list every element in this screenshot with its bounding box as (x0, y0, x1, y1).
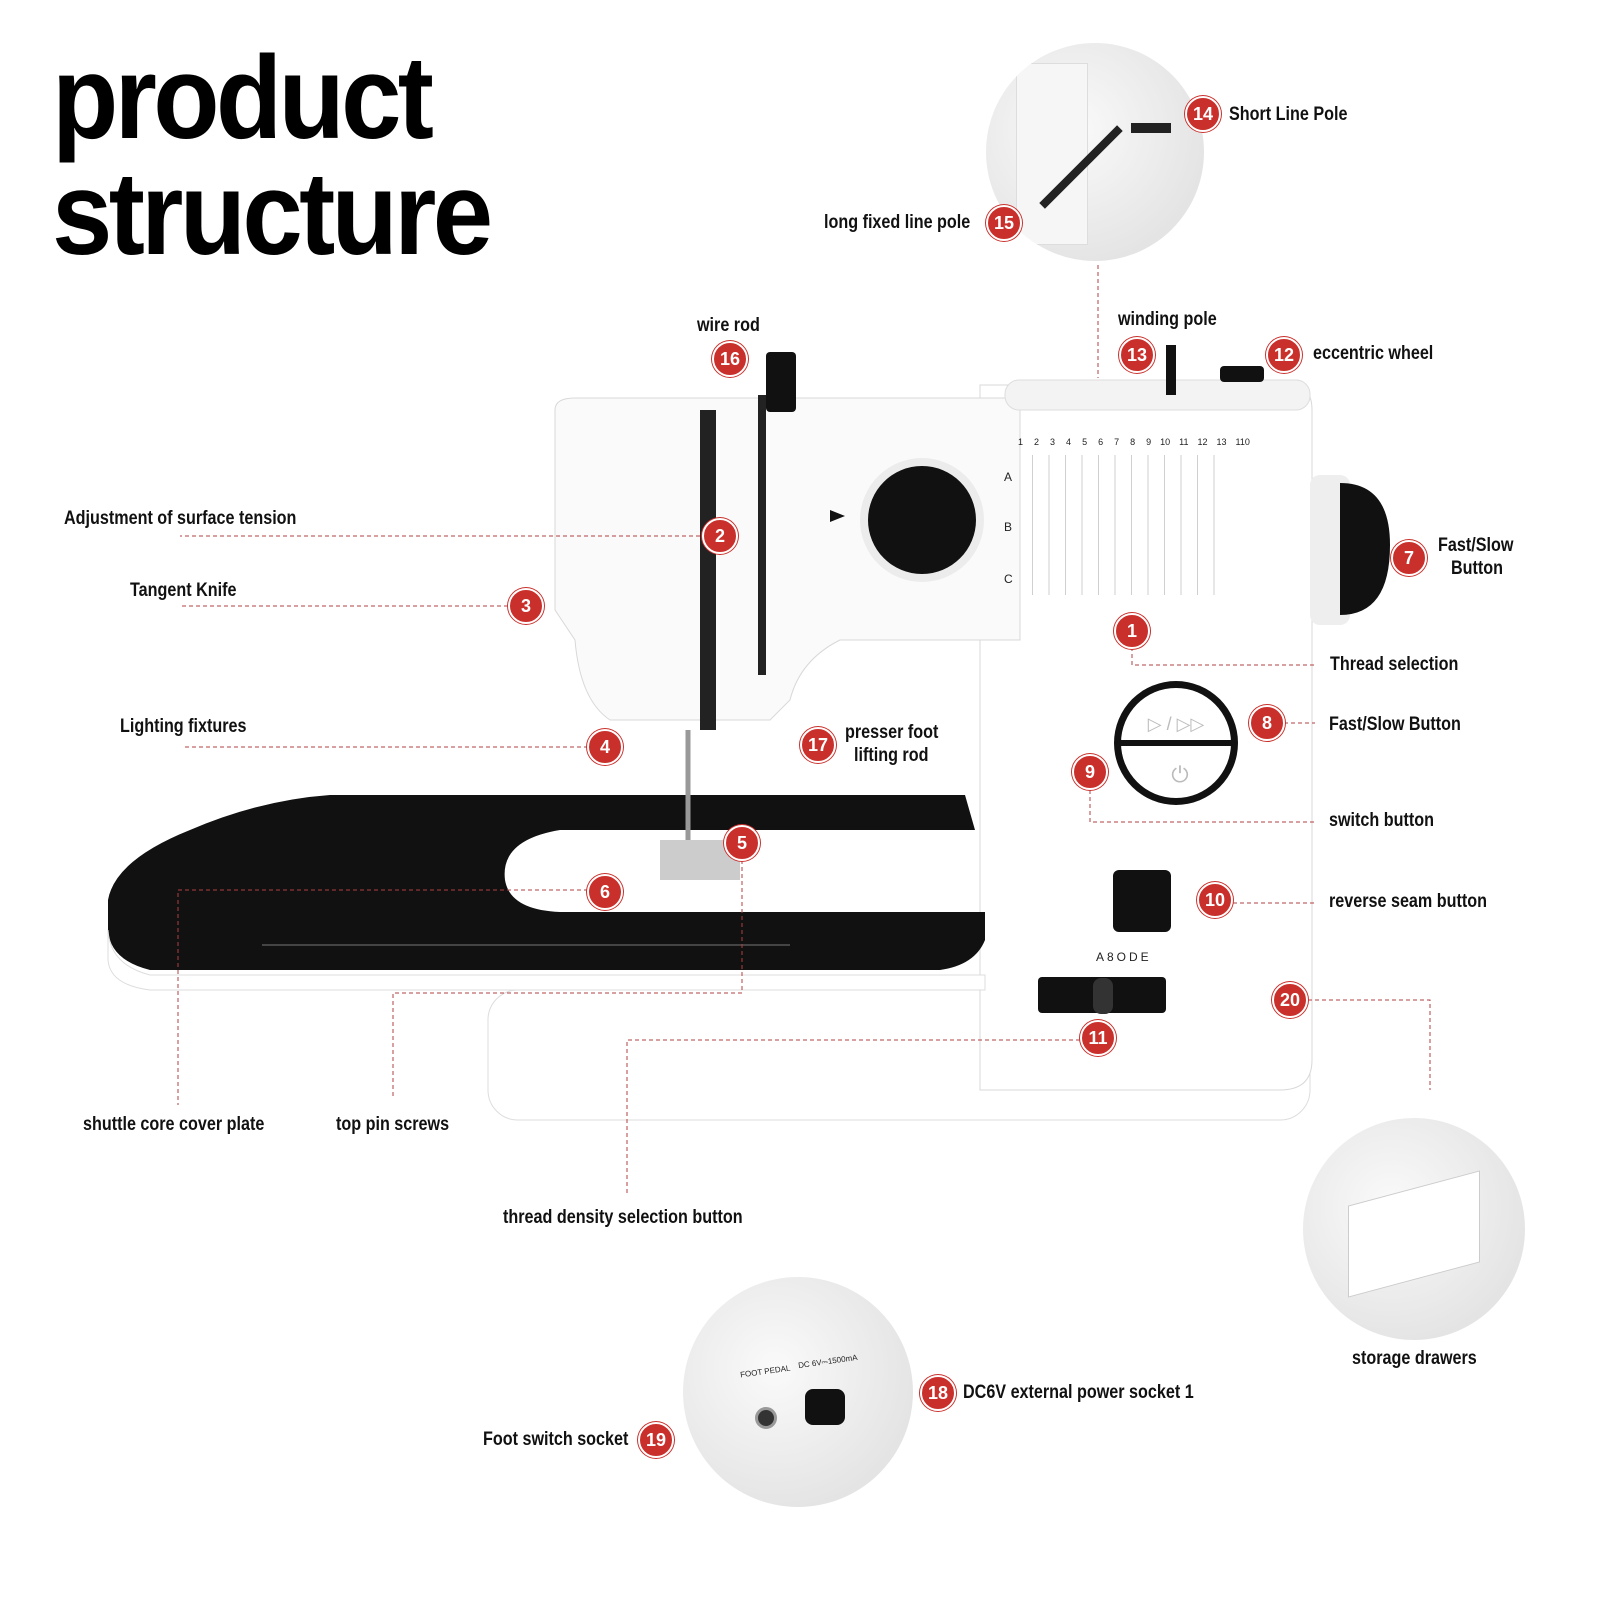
title-line-2: structure (52, 148, 493, 280)
svg-text:⏻: ⏻ (1171, 762, 1188, 787)
badge-16: 16 (712, 341, 748, 377)
stitch-row-label: C (1004, 572, 1013, 586)
label-thread-density: thread density selection button (503, 1207, 743, 1228)
label-long-fixed-line-pole: long fixed line pole (824, 212, 971, 233)
label-wire-rod: wire rod (697, 315, 760, 336)
badge-17: 17 (800, 727, 836, 763)
badge-5: 5 (724, 825, 760, 861)
stitch-numbers: 1 2 3 4 5 6 7 8 9 10 11 12 13 110 (1018, 437, 1250, 447)
foot-pedal-socket (755, 1407, 777, 1429)
badge-13: 13 (1119, 337, 1155, 373)
badge-9: 9 (1072, 754, 1108, 790)
label-winding-pole: winding pole (1118, 309, 1217, 330)
stitch-number: 13 (1216, 437, 1227, 447)
foot-pedal-label: FOOT PEDAL (739, 1363, 791, 1380)
label-short-line-pole: Short Line Pole (1229, 104, 1348, 125)
stitch-number: 12 (1197, 437, 1208, 447)
reverse-seam-lever (1113, 870, 1171, 932)
stitch-pattern-chart (1020, 455, 1230, 595)
label-foot-switch-socket: Foot switch socket (483, 1429, 629, 1450)
dc-rating-label: DC 6V⎓1500mA (797, 1352, 859, 1371)
stitch-number: 1 (1018, 437, 1024, 447)
badge-2: 2 (702, 518, 738, 554)
badge-10: 10 (1197, 882, 1233, 918)
badge-3: 3 (508, 588, 544, 624)
stitch-number: 9 (1146, 437, 1152, 447)
wire-rod (766, 352, 796, 412)
label-presser-foot: presser foot (845, 722, 939, 743)
badge-19: 19 (638, 1422, 674, 1458)
svg-text:▷ / ▷▷: ▷ / ▷▷ (1148, 714, 1205, 734)
inset-storage-drawer (1303, 1118, 1525, 1340)
badge-18: 18 (920, 1375, 956, 1411)
stitch-number: 11 (1179, 437, 1189, 447)
badge-4: 4 (587, 729, 623, 765)
leader-lines (177, 265, 1431, 1195)
title-line-1: product (52, 32, 434, 164)
stitch-number: 10 (1160, 437, 1171, 447)
stitch-number: 7 (1114, 437, 1120, 447)
badge-6: 6 (587, 874, 623, 910)
badge-14: 14 (1185, 96, 1221, 132)
inset-thread-poles (986, 43, 1204, 261)
stitch-dial (868, 466, 976, 574)
page-title: product structure (52, 32, 493, 280)
hand-wheel (1340, 483, 1390, 615)
stitch-number: 2 (1034, 437, 1040, 447)
stitch-row-label: B (1004, 520, 1013, 534)
extension-table (108, 795, 985, 970)
label-presser-foot-line2: lifting rod (854, 745, 929, 766)
badge-1: 1 (1114, 613, 1150, 649)
label-reverse-seam: reverse seam button (1329, 891, 1487, 912)
label-dc-power-socket: DC6V external power socket 1 (963, 1382, 1194, 1403)
label-switch-button: switch button (1329, 810, 1434, 831)
badge-8: 8 (1249, 705, 1285, 741)
badge-20: 20 (1272, 982, 1308, 1018)
mode-label: A8ODE (1096, 950, 1152, 964)
badge-11: 11 (1080, 1020, 1116, 1056)
label-fast-slow-7-line2: Button (1451, 558, 1504, 579)
label-lighting-fixtures: Lighting fixtures (120, 716, 247, 737)
stitch-number: 3 (1050, 437, 1056, 447)
stitch-number: 8 (1130, 437, 1136, 447)
label-fast-slow-8: Fast/Slow Button (1329, 714, 1461, 735)
badge-12: 12 (1266, 337, 1302, 373)
label-shuttle-cover-plate: shuttle core cover plate (83, 1114, 265, 1135)
stitch-number: 110 (1235, 437, 1250, 447)
inset-power-sockets: FOOT PEDAL DC 6V⎓1500mA (683, 1277, 913, 1507)
label-fast-slow-7: Fast/Slow (1438, 535, 1514, 556)
badge-7: 7 (1391, 540, 1427, 576)
label-tangent-knife: Tangent Knife (130, 580, 237, 601)
stitch-number: 6 (1098, 437, 1104, 447)
label-thread-selection: Thread selection (1330, 654, 1459, 675)
stitch-number: 4 (1066, 437, 1072, 447)
stitch-row-label: A (1004, 470, 1013, 484)
label-surface-tension: Adjustment of surface tension (64, 508, 297, 529)
dc-power-socket (805, 1389, 845, 1425)
label-storage-drawers: storage drawers (1352, 1348, 1477, 1369)
stitch-number: 5 (1082, 437, 1088, 447)
label-top-pin-screws: top pin screws (336, 1114, 450, 1135)
badge-15: 15 (986, 205, 1022, 241)
label-eccentric-wheel: eccentric wheel (1313, 343, 1434, 364)
